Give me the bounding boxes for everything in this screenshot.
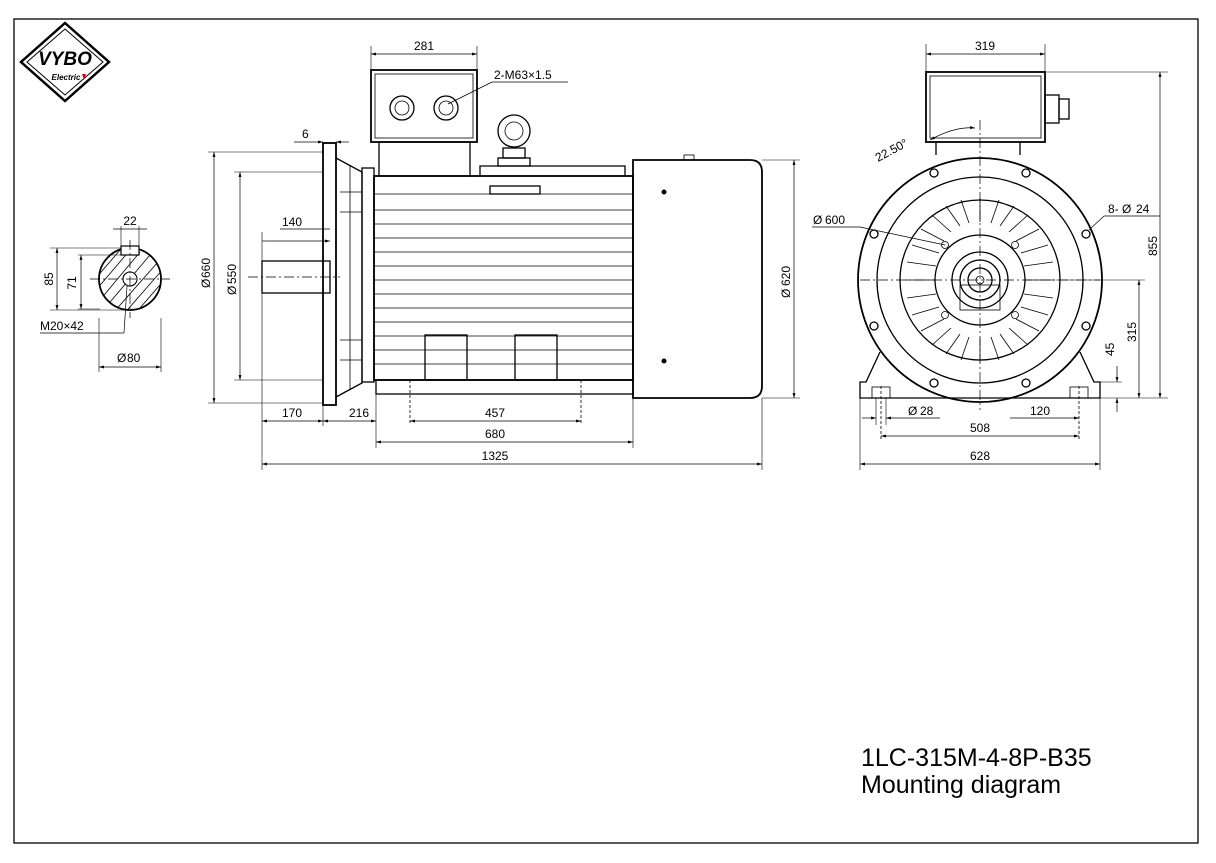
diagram-subtitle: Mounting diagram	[861, 771, 1061, 799]
shaft-diameter-label: 80	[127, 351, 141, 365]
angle-label: 22.50°	[873, 136, 911, 165]
title-block: 1LC-315M-4-8P-B35 Mounting diagram	[861, 744, 1092, 799]
cable-gland-1	[389, 95, 415, 121]
dim-120-label: 120	[1030, 404, 1050, 418]
key-width-label: 22	[123, 214, 137, 228]
height-855-label: 855	[1146, 236, 1160, 256]
dia-600-label: 600	[825, 213, 845, 227]
model-title: 1LC-315M-4-8P-B35	[861, 744, 1092, 772]
foot-45-label: 45	[1103, 342, 1117, 356]
lifting-eye-bolt	[497, 114, 531, 167]
height-315-label: 315	[1125, 322, 1139, 342]
dia-600-symbol: Ø	[813, 213, 822, 227]
terminal-box	[370, 69, 478, 143]
shaft-140-label: 140	[282, 215, 302, 229]
front-end-shield	[335, 157, 363, 398]
len-457-label: 457	[485, 406, 505, 420]
end-box-width-label: 319	[975, 39, 995, 53]
end-terminal-box	[925, 71, 1046, 143]
foot-left	[424, 334, 468, 381]
dia-660-symbol: Ø	[199, 279, 213, 288]
dim-628-label: 628	[970, 449, 990, 463]
nameplate	[489, 185, 541, 195]
height-71-label: 71	[65, 276, 79, 290]
gland-label: 2-M63×1.5	[494, 68, 552, 82]
box-width-label: 281	[414, 39, 434, 53]
dia-620-label: 620	[779, 266, 793, 286]
logo-sub-text: Electric	[52, 73, 81, 82]
logo-accent-mark	[82, 74, 86, 80]
holes-count-label: 8-	[1108, 202, 1119, 216]
shaft-end-view: 22 85 71 M20×42 Ø 80	[40, 214, 170, 372]
stator-frame	[373, 175, 634, 381]
logo-brand-text: VYBO	[38, 49, 92, 70]
dia-550-label: 550	[225, 264, 239, 284]
foot-right	[514, 334, 558, 381]
dia-550-symbol: Ø	[225, 286, 239, 295]
end-cable-gland	[1044, 94, 1060, 124]
motor-end-view: 319 22.50° Ø 600 8- Ø 24 855 315 45	[812, 39, 1168, 470]
flange-thickness-label: 6	[302, 127, 309, 141]
holes-dia-symbol: Ø	[1122, 202, 1131, 216]
fan-cover	[632, 159, 763, 399]
cable-gland-2	[433, 95, 459, 121]
len-170-label: 170	[282, 406, 302, 420]
dim-508-label: 508	[970, 421, 990, 435]
height-85-label: 85	[42, 272, 56, 286]
motor-side-view: 281 2-M63×1.5 6 140 Ø 660 Ø 550 Ø 620	[199, 39, 800, 470]
mounting-flange	[322, 142, 337, 406]
cooling-fins	[374, 193, 633, 365]
foot-hole-label: 28	[920, 404, 934, 418]
len-216-label: 216	[349, 406, 369, 420]
foot-hole-symbol: Ø	[908, 404, 917, 418]
dia-660-label: 660	[199, 258, 213, 278]
end-feet	[859, 351, 1101, 399]
flange-bolt-holes	[869, 168, 1091, 388]
dia-620-symbol: Ø	[779, 289, 793, 298]
len-1325-label: 1325	[482, 449, 509, 463]
holes-dia-label: 24	[1136, 202, 1150, 216]
drawing-border	[13, 18, 1199, 844]
len-680-label: 680	[485, 427, 505, 441]
brand-logo: VYBO Electric	[19, 21, 111, 103]
thread-label: M20×42	[40, 319, 84, 333]
shaft-diameter-symbol: Ø	[117, 351, 126, 365]
